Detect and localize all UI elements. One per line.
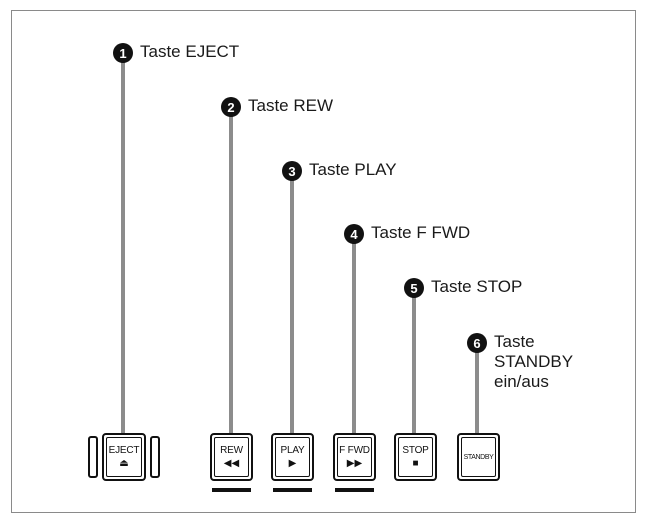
leader-line-eject [121, 62, 125, 436]
rew-indicator-bar [212, 488, 251, 492]
callout-play: 3 Taste PLAY [282, 160, 397, 181]
stop-button-label: STOP [402, 445, 429, 456]
leader-line-standby [475, 352, 479, 436]
callout-label-stop: Taste STOP [431, 277, 523, 296]
standby-button-label: STANDBY [463, 453, 494, 461]
callout-number-2: 2 [221, 97, 241, 117]
leader-line-play [290, 180, 294, 436]
callout-eject: 1 Taste EJECT [113, 42, 239, 63]
rew-button[interactable]: REW ◀◀ [210, 433, 253, 481]
eject-right-guard [150, 436, 160, 478]
callout-rew: 2 Taste REW [221, 96, 333, 117]
play-indicator-bar [273, 488, 312, 492]
ffwd-button[interactable]: F FWD ▶▶ [333, 433, 376, 481]
eject-button-label: EJECT [108, 445, 140, 456]
callout-number-5: 5 [404, 278, 424, 298]
leader-line-ffwd [352, 243, 356, 436]
callout-number-1: 1 [113, 43, 133, 63]
play-icon: ▶ [288, 458, 297, 469]
standby-button[interactable]: STANDBY [457, 433, 500, 481]
callout-stop: 5 Taste STOP [404, 277, 522, 298]
leader-line-rew [229, 116, 233, 436]
ffwd-indicator-bar [335, 488, 374, 492]
callout-label-ffwd: Taste F FWD [371, 223, 471, 242]
ffwd-button-label: F FWD [339, 445, 370, 456]
rew-button-label: REW [220, 445, 243, 456]
callout-number-4: 4 [344, 224, 364, 244]
eject-icon: ⏏ [119, 458, 129, 469]
eject-button[interactable]: EJECT ⏏ [102, 433, 146, 481]
fast-forward-icon: ▶▶ [346, 458, 363, 469]
leader-line-stop [412, 297, 416, 436]
stop-button[interactable]: STOP ■ [394, 433, 437, 481]
callout-label-standby: Taste STANDBY ein/aus [494, 332, 574, 391]
stop-icon: ■ [412, 458, 419, 469]
callout-label-eject: Taste EJECT [140, 42, 240, 61]
callout-number-6: 6 [467, 333, 487, 353]
callout-label-play: Taste PLAY [309, 160, 397, 179]
callout-standby: 6 Taste STANDBY ein/aus [467, 332, 573, 392]
diagram-frame [11, 10, 636, 513]
rewind-icon: ◀◀ [223, 458, 240, 469]
play-button[interactable]: PLAY ▶ [271, 433, 314, 481]
callout-number-3: 3 [282, 161, 302, 181]
callout-label-rew: Taste REW [248, 96, 334, 115]
play-button-label: PLAY [280, 445, 305, 456]
callout-ffwd: 4 Taste F FWD [344, 223, 470, 244]
eject-left-guard [88, 436, 98, 478]
